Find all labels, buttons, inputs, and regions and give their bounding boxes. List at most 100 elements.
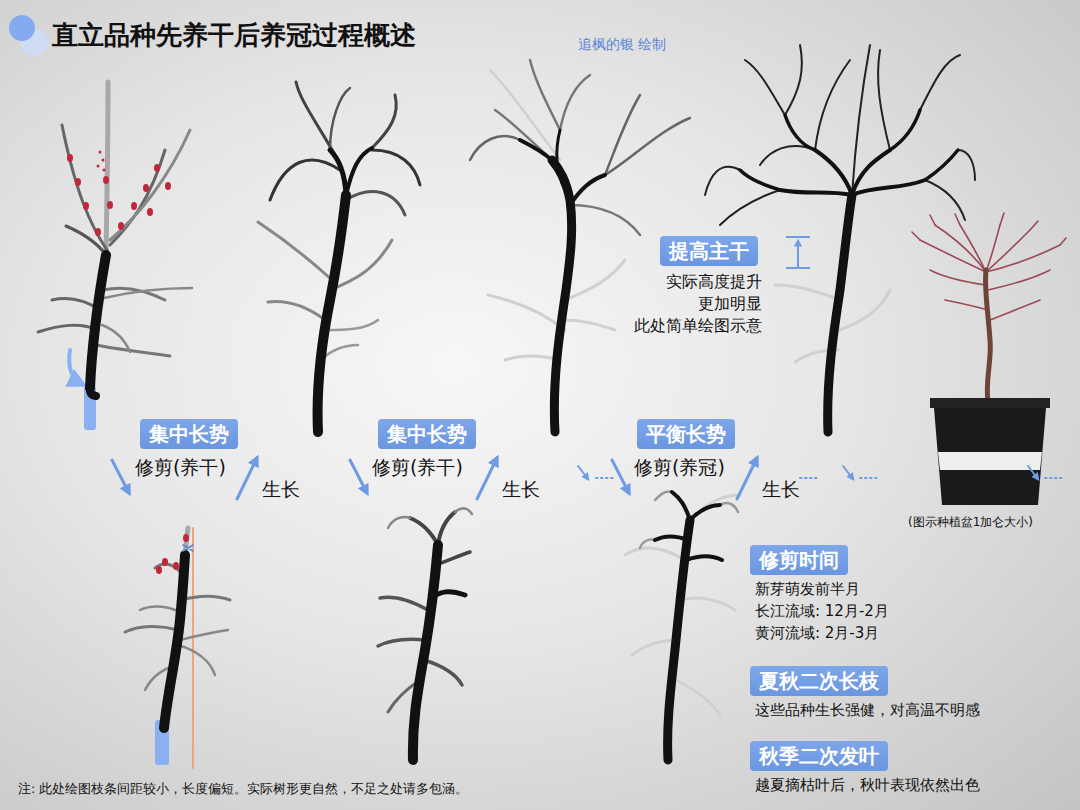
tree-2 — [330, 150, 346, 195]
tree-2 — [270, 160, 340, 200]
potted-tree — [990, 300, 1040, 320]
tree-1 — [67, 151, 171, 237]
tree-4 — [785, 45, 802, 115]
tree-7 — [690, 495, 740, 520]
tree-1 — [75, 178, 81, 186]
tree-7 — [668, 520, 690, 760]
tree-3 — [470, 136, 520, 160]
tree-4 — [815, 60, 850, 150]
process-arrows — [237, 458, 257, 499]
box-text: 夏秋二次长枝 — [759, 669, 879, 693]
height-marker — [797, 241, 799, 268]
tree-2 — [330, 88, 350, 150]
info-text: 越夏摘枯叶后，秋叶表现依然出色 — [755, 776, 980, 795]
tree-6 — [378, 508, 472, 760]
tree-7 — [625, 548, 685, 560]
tree-2 — [322, 345, 358, 360]
tree-1 — [118, 222, 124, 230]
box-text: 平衡长势 — [646, 422, 726, 446]
tree-2 — [326, 320, 378, 330]
height-marker — [786, 237, 810, 268]
dotted-arrows — [800, 477, 818, 479]
tree-6 — [438, 512, 455, 545]
tree-5 — [164, 555, 185, 728]
potted-tree — [920, 240, 986, 272]
tree-3 — [505, 356, 560, 360]
dotted-arrows — [1028, 466, 1038, 479]
tree-7 — [625, 492, 740, 760]
tree-6 — [413, 545, 438, 760]
tree-1 — [96, 345, 170, 356]
tree-7 — [655, 492, 672, 500]
tree-5 — [156, 534, 189, 574]
tree-4 — [780, 190, 852, 195]
tree-4 — [958, 150, 975, 180]
step-label: 生长 — [262, 478, 300, 502]
tree-6 — [388, 517, 410, 528]
box-text: 提高主干 — [669, 239, 749, 263]
footnote: 注: 此处绘图枝条间距较小，长度偏短。实际树形更自然，不足之处请多包涵。 — [18, 781, 468, 798]
tree-7 — [690, 505, 720, 520]
height-marker — [786, 236, 810, 238]
tree-4 — [878, 50, 890, 150]
label-box: 集中长势 — [140, 419, 238, 449]
potted-tree — [930, 270, 986, 285]
tree-1 — [104, 288, 192, 298]
tree-3 — [552, 160, 572, 432]
tree-7 — [720, 503, 738, 512]
tree-4 — [840, 290, 890, 330]
note-text: 此处简单绘图示意 — [634, 316, 762, 336]
tree-1 — [110, 130, 190, 240]
label-box: 集中长势 — [378, 419, 476, 449]
process-arrows — [350, 460, 367, 493]
tree-2 — [372, 95, 396, 148]
tree-1 — [143, 184, 149, 192]
box-text: 集中长势 — [387, 422, 467, 446]
tree-4 — [852, 150, 890, 195]
tree-3 — [565, 260, 625, 300]
tree-1 — [165, 182, 171, 190]
tree-1 — [90, 388, 96, 396]
tree-1 — [147, 208, 153, 216]
tree-7 — [686, 556, 722, 560]
tree-1 — [102, 325, 130, 352]
title-dots — [9, 15, 48, 56]
tree-5 — [183, 534, 189, 542]
tree-7 — [672, 492, 690, 520]
tree-2 — [258, 222, 332, 280]
tree-5 — [140, 606, 180, 612]
step-label: 生长 — [502, 478, 540, 502]
tree-2 — [372, 150, 420, 185]
tree-1 — [69, 350, 82, 384]
potted-tree — [912, 213, 1066, 245]
label-box: 修剪时间 — [750, 545, 848, 575]
info-text: 这些品种生长强健，对高温不明感 — [755, 701, 980, 720]
tree-5 — [162, 558, 168, 566]
tree-1 — [154, 164, 160, 172]
tree-3 — [490, 70, 560, 160]
tree-7 — [680, 598, 735, 610]
tree-4 — [760, 146, 815, 165]
tree-1 — [131, 202, 137, 210]
tree-6 — [380, 597, 428, 610]
tree-4 — [775, 285, 840, 300]
potted-tree — [934, 408, 1046, 505]
tree-6 — [455, 508, 472, 514]
tree-3 — [605, 118, 690, 175]
step-label: 修剪(养干) — [135, 456, 226, 480]
dotted-arrows — [596, 477, 616, 479]
tree-7 — [676, 680, 720, 715]
tree-2 — [258, 82, 420, 432]
tree-1 — [107, 201, 113, 209]
tree-1 — [106, 82, 108, 255]
tree-4 — [852, 45, 870, 195]
tree-5 — [182, 596, 230, 600]
tree-4 — [925, 180, 965, 220]
tree-3 — [563, 320, 615, 330]
tree-3 — [570, 175, 605, 205]
step-label: 生长 — [762, 478, 800, 502]
tree-3 — [605, 95, 640, 175]
